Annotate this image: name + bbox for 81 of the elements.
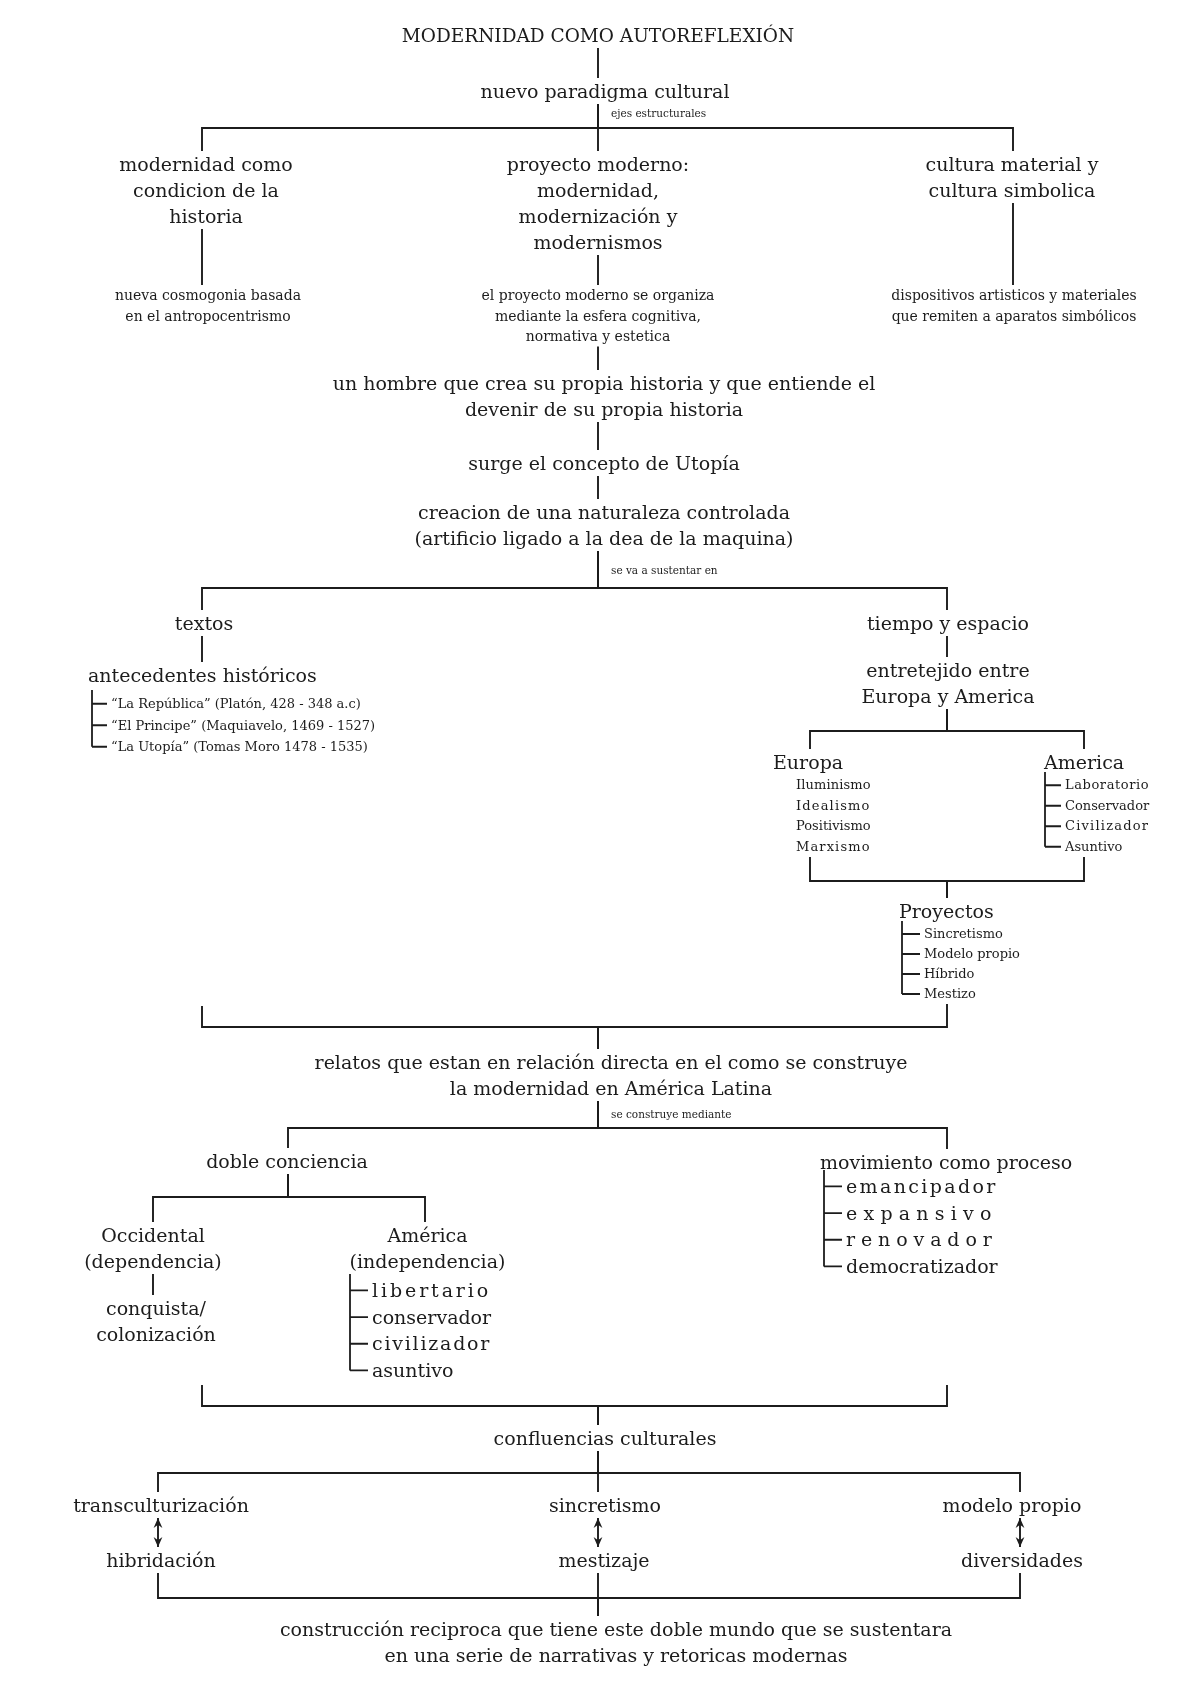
concept-label: confluencias culturales	[493, 1425, 717, 1451]
list-heading: Proyectos	[899, 899, 994, 924]
list-item: asuntivo	[372, 1358, 454, 1384]
list-heading: antecedentes históricos	[88, 663, 317, 688]
connector-line	[946, 635, 948, 658]
list-item: civilizador	[372, 1331, 492, 1357]
connector-line	[597, 1450, 1021, 1493]
list-item: Civilizador	[1065, 817, 1150, 835]
concept-label: mestizaje	[558, 1547, 650, 1573]
concept-label: textos	[174, 610, 234, 636]
concept-label: Occidental (dependencia)	[78, 1222, 228, 1274]
edge-label: se construye mediante	[610, 1107, 733, 1121]
connector-line	[287, 1173, 426, 1223]
edge-label: se va a sustentar en	[610, 563, 719, 577]
list-item: Asuntivo	[1065, 837, 1123, 856]
connector-line	[946, 708, 1085, 750]
connector-line	[597, 421, 599, 451]
list-heading: movimiento como proceso	[820, 1150, 1073, 1175]
connector-line	[597, 254, 599, 286]
list-item: renovador	[846, 1227, 998, 1253]
list-item: Conservador	[1065, 796, 1150, 815]
concept-label: sincretismo	[549, 1492, 661, 1518]
concept-label: un hombre que crea su propia historia y que entiende el devenir de su propia historia	[309, 370, 899, 422]
list-item: expansivo	[846, 1200, 998, 1226]
list-item: “La República” (Platón, 428 - 348 a.c)	[111, 695, 361, 713]
connector-line	[1012, 202, 1014, 286]
connector-line	[201, 635, 203, 663]
list-item: Iluminismo	[796, 776, 871, 794]
connector-line	[597, 1572, 1021, 1617]
description-text: dispositivos artisticos y materiales que remiten a aparatos simbólicos	[880, 285, 1148, 326]
concept-label: relatos que estan en relación directa en el como se construye la modernidad en América Latina	[311, 1049, 911, 1101]
list-heading: América (independencia)	[348, 1223, 507, 1274]
concept-label: surge el concepto de Utopía	[468, 450, 740, 476]
diagram-title: MODERNIDAD COMO AUTOREFLEXIÓN	[401, 24, 795, 48]
connector-line	[201, 228, 203, 286]
list-item: Marxismo	[796, 837, 871, 856]
description-text: el proyecto moderno se organiza mediante la esfera cognitiva, normativa y estetica	[468, 285, 728, 347]
concept-label: nuevo paradigma cultural	[480, 78, 730, 104]
list-item: “La Utopía” (Tomas Moro 1478 - 1535)	[111, 738, 368, 756]
list-item: democratizador	[846, 1254, 998, 1280]
concept-label: doble conciencia	[206, 1148, 368, 1174]
list-item: Híbrido	[924, 965, 975, 983]
concept-label: creacion de una naturaleza controlada (artificio ligado a la dea de la maquina)	[384, 499, 824, 551]
concept-label: construcción reciproca que tiene este doble mundo que se sustentara en una serie de narrativas y retoricas modernas	[271, 1616, 961, 1668]
concept-label: cultura material y cultura simbolica	[912, 151, 1112, 203]
concept-label: conquista/ colonización	[86, 1295, 226, 1347]
list-item: Modelo propio	[924, 945, 1020, 963]
list-item: Sincretismo	[924, 925, 1003, 943]
list-item: conservador	[372, 1304, 492, 1330]
list-heading: America	[1044, 750, 1125, 775]
concept-label: transculturización	[73, 1492, 249, 1518]
list-heading: Europa	[773, 750, 844, 775]
connector-line	[597, 1384, 948, 1426]
double-arrow	[153, 1517, 163, 1548]
connector-line	[597, 103, 1014, 152]
list-item: Idealismo	[796, 796, 871, 815]
list-item: libertario	[372, 1278, 492, 1303]
double-arrow	[1015, 1517, 1025, 1548]
concept-label: modelo propio	[942, 1492, 1082, 1518]
double-arrow	[593, 1517, 603, 1548]
connector-line	[597, 550, 948, 611]
connector-line	[597, 1003, 948, 1050]
list-item: “El Principe” (Maquiavelo, 1469 - 1527)	[111, 716, 376, 735]
connector-line	[597, 1100, 948, 1150]
description-text: nueva cosmogonia basada en el antropocentrismo	[108, 285, 308, 326]
connector-line	[597, 345, 599, 371]
list-item: Laboratorio	[1065, 776, 1150, 794]
list-item: Mestizo	[924, 985, 976, 1003]
edge-label: ejes estructurales	[610, 106, 708, 120]
list-item: emancipador	[846, 1174, 998, 1199]
connector-line	[946, 856, 1085, 899]
concept-label: modernidad como condicion de la historia	[108, 151, 304, 229]
connector-line	[597, 475, 599, 500]
concept-label: proyecto moderno: modernidad, modernización y modernismos	[490, 151, 706, 255]
concept-label: hibridación	[106, 1547, 216, 1573]
concept-label: diversidades	[961, 1547, 1083, 1573]
connector-line	[597, 47, 599, 79]
list-item: Positivismo	[796, 817, 871, 835]
concept-label: tiempo y espacio	[867, 610, 1029, 636]
concept-label: entretejido entre Europa y America	[848, 657, 1048, 709]
connector-line	[152, 1273, 154, 1296]
